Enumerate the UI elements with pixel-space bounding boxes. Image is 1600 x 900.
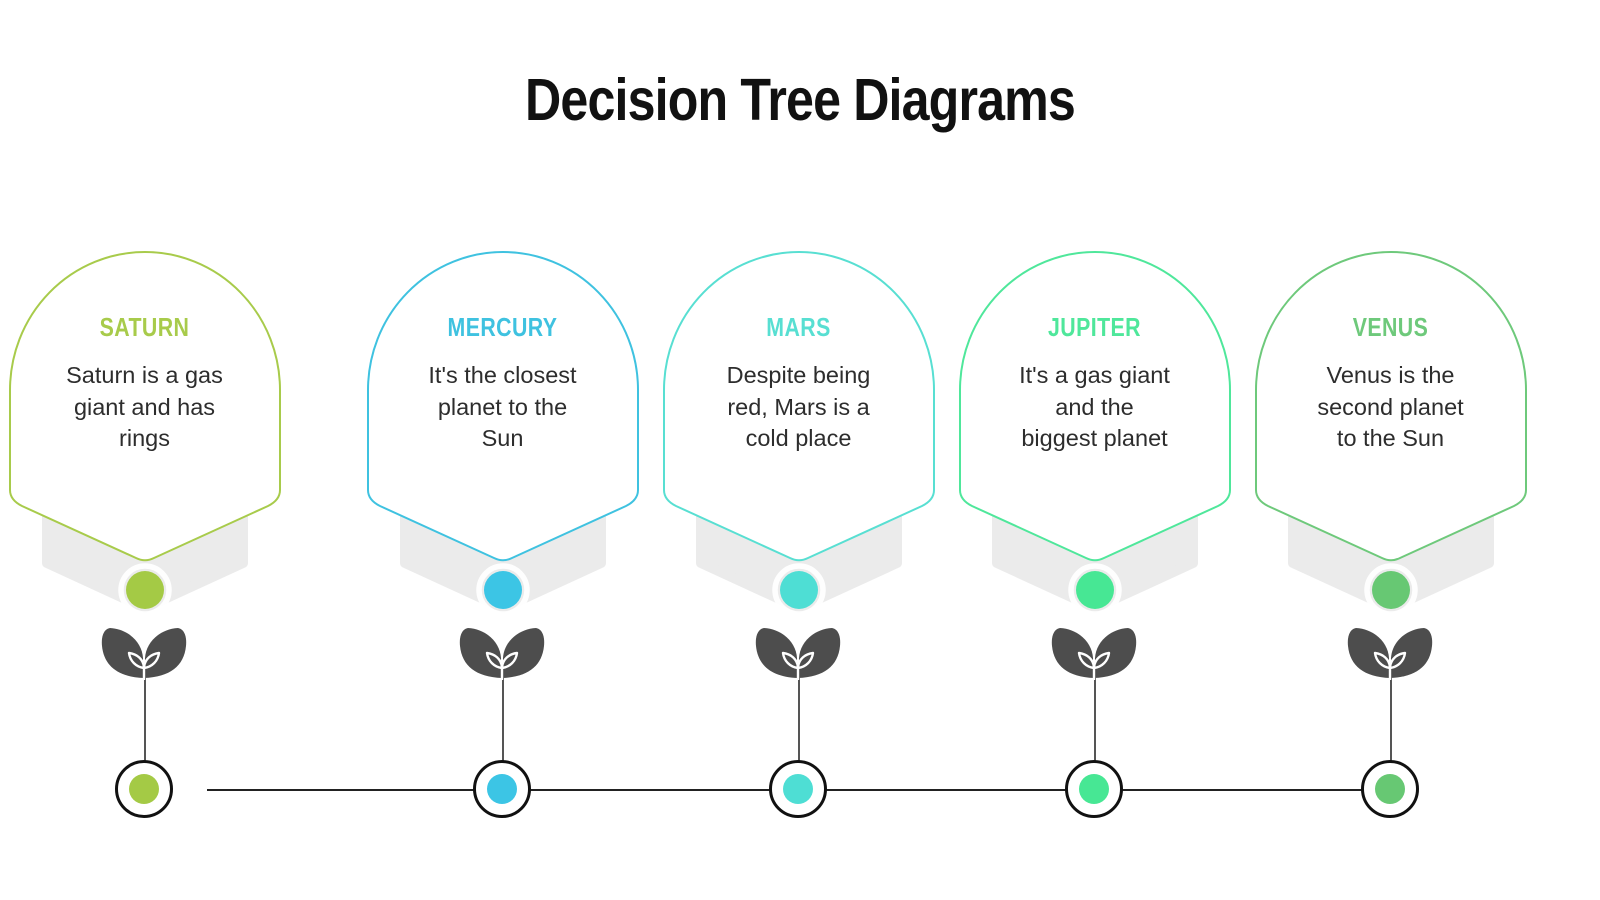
decision-column-jupiter: JUPITER It's a gas giant and the biggest… bbox=[950, 0, 1239, 900]
sprout-plant-icon bbox=[755, 628, 841, 680]
balloon-shape bbox=[9, 251, 281, 617]
balloon-dot-ring bbox=[772, 563, 826, 617]
balloon-node-dot bbox=[1372, 571, 1410, 609]
timeline-node-dot bbox=[1375, 774, 1405, 804]
balloon-dot-ring bbox=[1364, 563, 1418, 617]
timeline-node bbox=[1361, 760, 1419, 818]
planet-description: It's the closest planet to the Sun bbox=[428, 362, 577, 451]
decision-balloon: JUPITER It's a gas giant and the biggest… bbox=[950, 250, 1239, 622]
balloon-outline bbox=[9, 251, 281, 562]
sprout-plant-icon bbox=[1347, 628, 1433, 680]
balloon-node-dot bbox=[1076, 571, 1114, 609]
balloon-shape bbox=[959, 251, 1231, 617]
balloon-shape bbox=[367, 251, 639, 617]
timeline-node-dot bbox=[129, 774, 159, 804]
decision-column-saturn: SATURN Saturn is a gas giant and has rin… bbox=[0, 0, 289, 900]
stem-line bbox=[143, 674, 146, 762]
sprout-plant-icon bbox=[101, 628, 187, 680]
timeline-node-dot bbox=[487, 774, 517, 804]
balloon-outline bbox=[367, 251, 639, 562]
decision-balloon: MERCURY It's the closest planet to the S… bbox=[358, 250, 647, 622]
planet-description: Saturn is a gas giant and has rings bbox=[66, 362, 223, 451]
stem-line bbox=[797, 674, 800, 762]
stem-line bbox=[1389, 674, 1392, 762]
timeline-node bbox=[769, 760, 827, 818]
planet-name: MARS bbox=[766, 312, 831, 342]
decision-balloon: MARS Despite being red, Mars is a cold p… bbox=[654, 250, 943, 622]
balloon-dot-ring bbox=[1068, 563, 1122, 617]
planet-description: It's a gas giant and the biggest planet bbox=[1019, 362, 1170, 451]
timeline-node bbox=[1065, 760, 1123, 818]
balloon-outline bbox=[1255, 251, 1527, 562]
decision-balloon: SATURN Saturn is a gas giant and has rin… bbox=[0, 250, 289, 622]
balloon-outline bbox=[959, 251, 1231, 562]
planet-description: Venus is the second planet to the Sun bbox=[1317, 362, 1464, 451]
balloon-outline bbox=[663, 251, 935, 562]
timeline-node bbox=[115, 760, 173, 818]
stem-line bbox=[501, 674, 504, 762]
page-title: Decision Tree Diagrams bbox=[525, 67, 1076, 133]
planet-name: JUPITER bbox=[1048, 312, 1141, 342]
timeline-node bbox=[473, 760, 531, 818]
decision-column-mars: MARS Despite being red, Mars is a cold p… bbox=[654, 0, 943, 900]
balloon-node-dot bbox=[484, 571, 522, 609]
planet-name: VENUS bbox=[1352, 312, 1429, 342]
planet-description: Despite being red, Mars is a cold place bbox=[726, 362, 871, 451]
balloon-shape bbox=[663, 251, 935, 617]
planet-name: SATURN bbox=[99, 312, 190, 342]
timeline-node-dot bbox=[1079, 774, 1109, 804]
decision-column-mercury: MERCURY It's the closest planet to the S… bbox=[358, 0, 647, 900]
balloon-node-dot bbox=[126, 571, 164, 609]
balloon-shape bbox=[1255, 251, 1527, 617]
balloon-node-dot bbox=[780, 571, 818, 609]
balloon-dot-ring bbox=[118, 563, 172, 617]
sprout-plant-icon bbox=[1051, 628, 1137, 680]
timeline-node-dot bbox=[783, 774, 813, 804]
decision-column-venus: VENUS Venus is the second planet to the … bbox=[1246, 0, 1535, 900]
balloon-dot-ring bbox=[476, 563, 530, 617]
sprout-plant-icon bbox=[459, 628, 545, 680]
stem-line bbox=[1093, 674, 1096, 762]
planet-name: MERCURY bbox=[447, 312, 558, 342]
decision-balloon: VENUS Venus is the second planet to the … bbox=[1246, 250, 1535, 622]
